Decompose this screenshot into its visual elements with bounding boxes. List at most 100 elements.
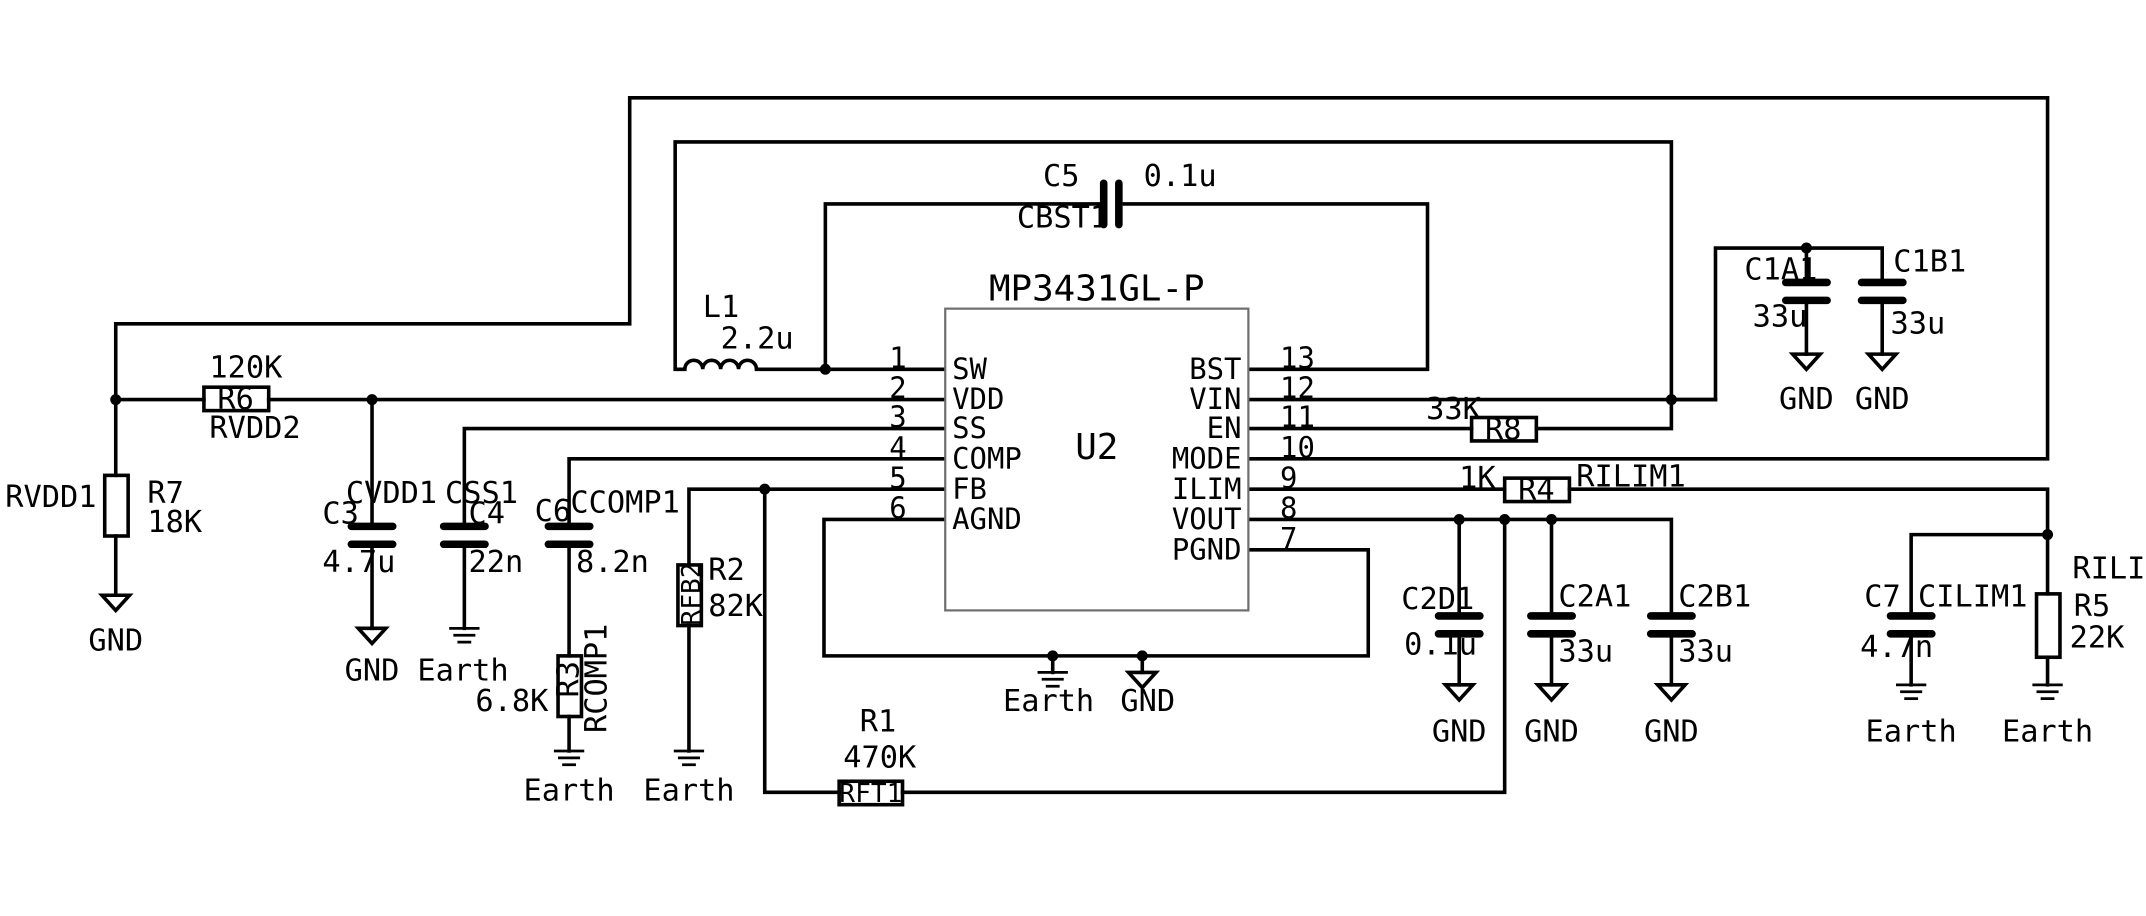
- r6-ref: R6: [217, 382, 253, 417]
- ic-u2: MP3431GL-P U2 1 SW 2 VDD 3 SS 4 COMP 5 F…: [889, 268, 1315, 612]
- pin-name: SS: [952, 411, 987, 445]
- pin-num: 11: [1280, 400, 1315, 434]
- resistor-r7: R7 18K RVDD1: [5, 473, 203, 540]
- r6-label: RVDD2: [209, 411, 300, 446]
- inductor-l1: L1 2.2u: [683, 290, 794, 370]
- r1-ref: R1: [860, 705, 896, 740]
- capacitor-c1b1: C1B1 33u: [1857, 244, 1966, 341]
- pin-num: 3: [889, 400, 906, 434]
- earth-label: Earth: [1003, 684, 1094, 719]
- ground-icon: GND: [1432, 683, 1487, 749]
- ic-ref: U2: [1075, 427, 1118, 468]
- resistor-r1: RFT1 R1 470K: [837, 705, 917, 809]
- pin-num: 7: [1280, 521, 1297, 555]
- r4-value: 1K: [1459, 461, 1496, 496]
- c2b1-value: 33u: [1678, 634, 1733, 669]
- pin-num: 6: [889, 491, 906, 525]
- c5-label: CBST1: [1017, 200, 1108, 235]
- earth-symbols: Earth Earth Earth Earth Earth Earth: [417, 626, 2093, 809]
- capacitor-c1a1: C1A1 33u: [1744, 253, 1831, 335]
- pin-name: FB: [952, 472, 987, 506]
- resistor-r3: R3 6.8K RCOMP1: [475, 624, 614, 733]
- r5-ref: R5: [2074, 589, 2110, 624]
- c7-label: CILIM1: [1918, 579, 2027, 614]
- gnd-label: GND: [1644, 714, 1699, 749]
- pin-num: 10: [1280, 430, 1315, 464]
- capacitor-c6: C6 8.2n CCOMP1: [535, 486, 680, 580]
- resistor-r6: R6 120K RVDD2: [202, 351, 301, 446]
- r7-label: RVDD1: [5, 480, 96, 515]
- pin-name: COMP: [952, 441, 1022, 475]
- c3-value: 4.7u: [322, 545, 395, 580]
- gnd-label: GND: [1432, 714, 1487, 749]
- r4-label: RILIM1: [1576, 459, 1685, 494]
- r7-ref: R7: [147, 476, 183, 511]
- capacitor-c4: C4 22n CSS1: [439, 476, 523, 580]
- gnd-label: GND: [345, 654, 400, 689]
- pin-num: 12: [1280, 371, 1315, 405]
- r8-value: 33K: [1426, 392, 1481, 427]
- gnd-label: GND: [1524, 714, 1579, 749]
- c1a1-label: C1A1: [1744, 253, 1817, 288]
- ground-icon: GND: [345, 626, 400, 689]
- gnd-label: GND: [88, 623, 143, 658]
- ground-icon: GND: [1120, 670, 1175, 719]
- r3-value: 6.8K: [475, 684, 549, 719]
- pin-num: 2: [889, 371, 906, 405]
- gnd-symbols: GND GND GND GND GND GND GND GND: [88, 352, 1910, 749]
- r2-ref: R2: [708, 553, 744, 588]
- c5-ref: C5: [1043, 159, 1079, 194]
- earth-ground-icon: Earth: [2002, 683, 2093, 749]
- r2-value: 82K: [708, 589, 763, 624]
- pin-name: VOUT: [1172, 502, 1242, 536]
- pin-name: VDD: [952, 382, 1004, 416]
- earth-ground-icon: Earth: [643, 749, 735, 809]
- resistor-r8: R8 33K: [1426, 392, 1539, 448]
- pin-name: ILIM: [1172, 472, 1242, 506]
- c1a1-value: 33u: [1753, 300, 1808, 335]
- capacitor-c2a1: C2A1 33u: [1527, 579, 1631, 669]
- pin-num: 5: [889, 461, 906, 495]
- r3-label: RCOMP1: [579, 624, 614, 733]
- c2d1-label: C2D1: [1401, 582, 1474, 617]
- wires: [113, 96, 2050, 795]
- c6-value: 8.2n: [576, 545, 649, 580]
- earth-label: Earth: [523, 774, 614, 809]
- l1-value: 2.2u: [721, 322, 794, 357]
- c2d1-value: 0.1u: [1404, 628, 1477, 663]
- resistor-r2: RFB2 R2 82K: [676, 553, 764, 628]
- earth-ground-icon: Earth: [1003, 671, 1094, 719]
- earth-label: Earth: [417, 654, 508, 689]
- r3-ref: R3: [552, 661, 587, 697]
- pin-name: SW: [952, 352, 987, 386]
- earth-ground-icon: Earth: [417, 626, 509, 689]
- capacitor-c7: C7 4.7n CILIM1: [1860, 579, 2027, 665]
- c4-label: CSS1: [445, 476, 518, 511]
- resistor-r4: R4 1K RILIM1: [1459, 459, 1686, 508]
- r5-value: 22K: [2070, 621, 2125, 656]
- pin-name: MODE: [1172, 441, 1242, 475]
- r4-ref: R4: [1518, 473, 1554, 508]
- c4-ref: C4: [468, 497, 504, 532]
- c1b1-value: 33u: [1890, 306, 1945, 341]
- pin-num: 9: [1280, 461, 1297, 495]
- c2b1-label: C2B1: [1678, 579, 1751, 614]
- c5-value: 0.1u: [1144, 159, 1217, 194]
- c3-label: CVDD1: [346, 476, 437, 511]
- r1-value: 470K: [843, 740, 917, 775]
- gnd-label: GND: [1120, 684, 1175, 719]
- pin-num: 4: [889, 430, 906, 464]
- c7-value: 4.7n: [1860, 630, 1933, 665]
- earth-label: Earth: [1866, 714, 1957, 749]
- pin-name: AGND: [952, 502, 1022, 536]
- ground-icon: GND: [1779, 352, 1834, 417]
- r5-label: RILIM2: [2072, 552, 2146, 587]
- c4-value: 22n: [468, 545, 523, 580]
- earth-ground-icon: Earth: [1866, 683, 1957, 749]
- capacitor-c2b1: C2B1 33u: [1646, 579, 1751, 669]
- pin-num: 8: [1280, 491, 1297, 525]
- capacitor-c2d1: C2D1 0.1u: [1401, 582, 1484, 663]
- pin-num: 13: [1280, 341, 1315, 375]
- resistor-r5: RILIM2 R5 22K: [2034, 552, 2146, 660]
